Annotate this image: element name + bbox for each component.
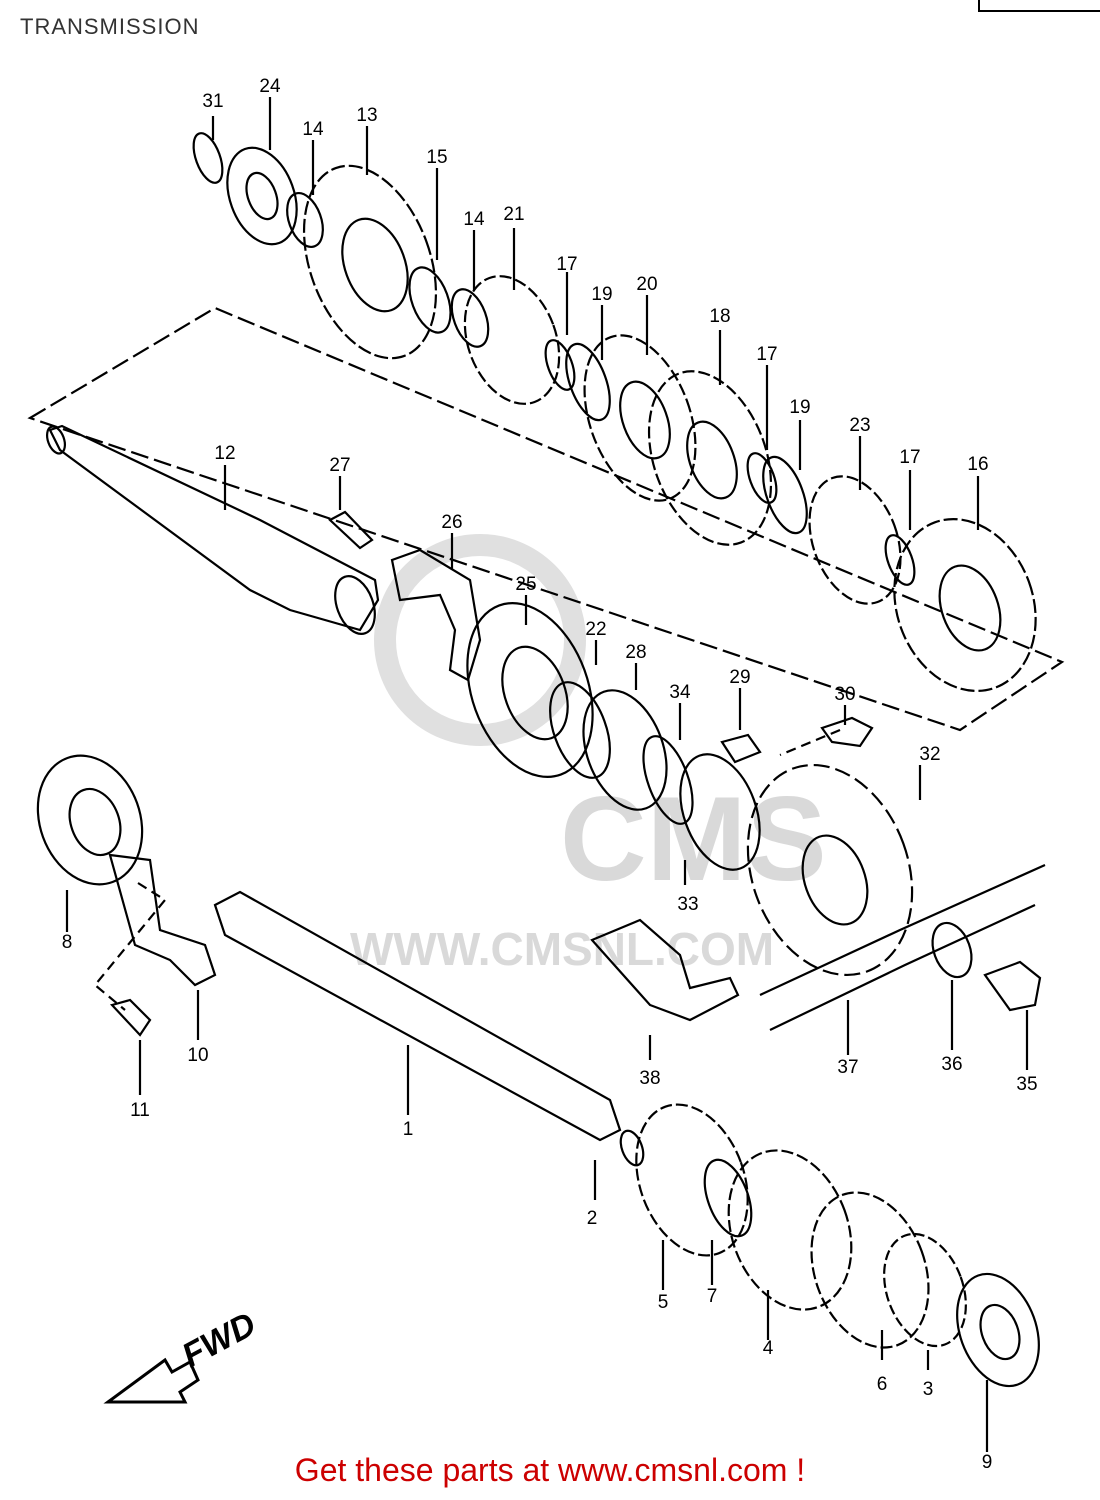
bolt-30 bbox=[820, 716, 874, 748]
needle-bearing-15 bbox=[408, 266, 452, 334]
retainer-26 bbox=[390, 548, 482, 682]
gear-20 bbox=[583, 334, 697, 502]
callout: 25 bbox=[515, 574, 536, 595]
callout-numbers: 31 24 14 13 15 14 21 17 19 20 18 17 19 2… bbox=[62, 76, 1038, 1473]
callout: 38 bbox=[639, 1068, 660, 1089]
mainshaft-1 bbox=[213, 890, 622, 1142]
callout: 9 bbox=[982, 1452, 993, 1473]
gear-4 bbox=[727, 1149, 853, 1311]
countershaft-12 bbox=[48, 424, 380, 632]
spacer-33 bbox=[679, 753, 761, 871]
callout: 37 bbox=[837, 1057, 858, 1078]
callout: 29 bbox=[729, 667, 750, 688]
callout: 26 bbox=[441, 512, 462, 533]
gear-5 bbox=[635, 1103, 749, 1257]
callout: 27 bbox=[329, 455, 350, 476]
callout: 4 bbox=[763, 1338, 774, 1359]
footer-banner: Get these parts at www.cmsnl.com ! bbox=[0, 1452, 1100, 1489]
callout: 19 bbox=[591, 284, 612, 305]
callout: 11 bbox=[130, 1100, 150, 1121]
countershaft-boundary bbox=[27, 306, 1065, 732]
gear-16 bbox=[893, 517, 1037, 693]
callout: 28 bbox=[625, 642, 646, 663]
bearing-8 bbox=[36, 754, 144, 886]
o-ring-22 bbox=[549, 681, 611, 779]
callout: 17 bbox=[899, 447, 920, 468]
callout: 17 bbox=[556, 254, 577, 275]
callout: 14 bbox=[463, 209, 485, 230]
gear-6 bbox=[810, 1191, 930, 1349]
callout: 6 bbox=[877, 1374, 888, 1395]
bushing-2 bbox=[619, 1129, 645, 1167]
callout: 16 bbox=[967, 454, 988, 475]
gear-21 bbox=[463, 275, 561, 405]
bearing-25 bbox=[466, 602, 594, 778]
parts bbox=[27, 97, 1065, 1452]
circlip-17 bbox=[544, 339, 576, 391]
washer-19b bbox=[762, 455, 808, 535]
washer-14 bbox=[286, 192, 324, 248]
callout: 15 bbox=[426, 147, 447, 168]
o-ring-34 bbox=[642, 735, 694, 825]
washer-14b bbox=[450, 288, 490, 348]
callout: 23 bbox=[849, 415, 870, 436]
callout: 10 bbox=[187, 1045, 208, 1066]
callout: 17 bbox=[756, 344, 777, 365]
fwd-arrow-icon bbox=[103, 1357, 200, 1404]
circlip-17b bbox=[746, 452, 778, 504]
circlip-17c bbox=[884, 534, 916, 586]
chain-37 bbox=[759, 863, 1046, 1031]
screw-11 bbox=[109, 998, 152, 1037]
callout: 35 bbox=[1016, 1074, 1037, 1095]
callout: 3 bbox=[923, 1379, 934, 1400]
bearing-24 bbox=[226, 146, 298, 246]
callout: 7 bbox=[707, 1286, 718, 1307]
gear-13 bbox=[302, 164, 438, 360]
callout: 12 bbox=[214, 443, 235, 464]
washer-19 bbox=[565, 342, 611, 422]
gear-18 bbox=[647, 370, 773, 546]
callout: 20 bbox=[636, 274, 657, 295]
callout: 32 bbox=[919, 744, 940, 765]
callout: 2 bbox=[587, 1208, 598, 1229]
retainer-10 bbox=[108, 853, 217, 987]
header-frame bbox=[978, 0, 1100, 12]
callout: 24 bbox=[259, 76, 281, 97]
callout: 13 bbox=[356, 105, 377, 126]
callout: 14 bbox=[302, 119, 324, 140]
washer-36 bbox=[931, 921, 973, 979]
callout: 8 bbox=[62, 932, 73, 953]
page-title: TRANSMISSION bbox=[20, 14, 200, 39]
watermark-url: WWW.CMSNL.COM bbox=[350, 923, 774, 975]
callout: 31 bbox=[202, 91, 223, 112]
callout: 19 bbox=[789, 397, 810, 418]
callout: 18 bbox=[709, 306, 730, 327]
screw-27 bbox=[328, 510, 374, 550]
callout: 22 bbox=[585, 619, 606, 640]
bearing-9 bbox=[956, 1272, 1040, 1388]
callout: 36 bbox=[941, 1054, 962, 1075]
fwd-label: FWD bbox=[176, 1305, 262, 1375]
footer-link[interactable]: Get these parts at www.cmsnl.com ! bbox=[294, 1452, 806, 1488]
callout: 5 bbox=[658, 1292, 669, 1313]
gear-23 bbox=[808, 475, 902, 605]
master-link-38 bbox=[590, 918, 740, 1022]
callout: 33 bbox=[677, 894, 698, 915]
callout: 30 bbox=[834, 684, 855, 705]
circlip-31 bbox=[192, 132, 224, 184]
bolt-35 bbox=[983, 960, 1042, 1012]
sprocket-32 bbox=[746, 763, 914, 977]
callout: 34 bbox=[669, 682, 691, 703]
washer-7 bbox=[703, 1158, 753, 1238]
washer-29 bbox=[720, 733, 762, 764]
callout: 1 bbox=[403, 1119, 414, 1140]
gear-3 bbox=[883, 1232, 967, 1348]
callout: 21 bbox=[503, 204, 524, 225]
